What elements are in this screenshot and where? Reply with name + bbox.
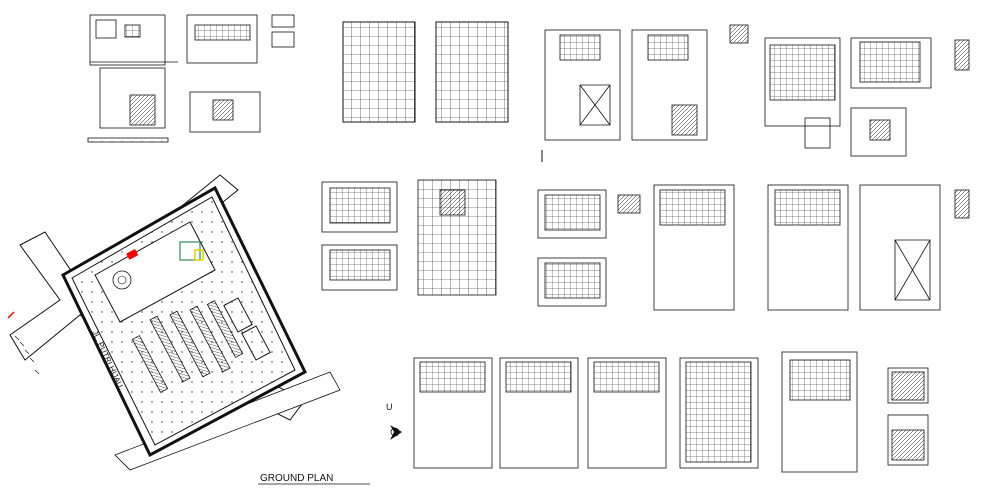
ground-plan-label: GROUND PLAN xyxy=(260,473,333,484)
plan-set-bottom xyxy=(413,351,929,473)
north-label: U xyxy=(386,402,393,412)
plan-set-top-right xyxy=(544,24,970,157)
plan-top-left-2 xyxy=(186,14,295,133)
plan-top-left-1 xyxy=(87,14,178,143)
north-arrow: U xyxy=(386,402,402,440)
grid-plan-1 xyxy=(342,21,416,123)
site-plan: JL. PUTRI HIJAU xyxy=(7,174,341,471)
plan-set-middle xyxy=(321,179,970,311)
grid-plan-2 xyxy=(435,21,509,123)
